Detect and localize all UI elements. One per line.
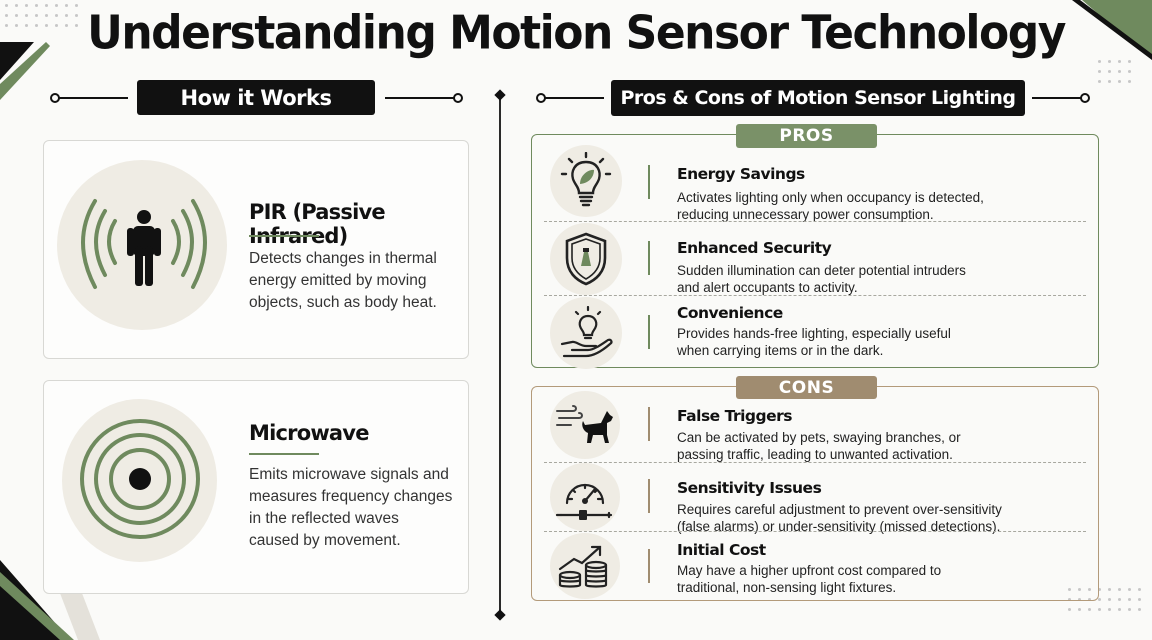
convenience-line-1: Provides hands-free lighting, especially… bbox=[677, 326, 951, 341]
gauge-slider-icon bbox=[550, 463, 620, 531]
pir-title-rule bbox=[249, 235, 319, 237]
header-line-right-a bbox=[536, 93, 604, 103]
energy-savings-description: Activates lighting only when occupancy i… bbox=[677, 189, 1037, 223]
pros-separator-1 bbox=[544, 221, 1086, 222]
corner-decoration-top-right bbox=[1072, 0, 1152, 60]
energy-savings-line-2: reducing unnecessary power consumption. bbox=[677, 207, 934, 222]
enhanced-security-line-2: and alert occupants to activity. bbox=[677, 280, 858, 295]
pros-separator-2 bbox=[544, 295, 1086, 296]
convenience-line-2: when carrying items or in the dark. bbox=[677, 343, 884, 358]
header-line-left-a bbox=[50, 93, 128, 103]
initial-cost-description: May have a higher upfront cost compared … bbox=[677, 562, 1037, 596]
cons-divider-3 bbox=[648, 549, 650, 583]
pir-desc-line-1: Detects changes in thermal bbox=[249, 250, 437, 267]
sensitivity-issues-line-2: (false alarms) or under-sensitivity (mis… bbox=[677, 519, 1001, 534]
pir-desc-line-2: energy emitted by moving bbox=[249, 272, 427, 289]
microwave-description: Emits microwave signals and measures fre… bbox=[249, 464, 452, 552]
cons-item-initial-cost: Initial Cost May have a higher upfront c… bbox=[532, 533, 1098, 599]
pir-description: Detects changes in thermal energy emitte… bbox=[249, 248, 437, 314]
false-triggers-line-1: Can be activated by pets, swaying branch… bbox=[677, 430, 961, 445]
pir-title: PIR (Passive Infrared) bbox=[249, 200, 386, 248]
dot-grid-bottom-right bbox=[1068, 588, 1141, 611]
page-title: Understanding Motion Sensor Technology bbox=[87, 6, 1066, 61]
coins-chart-icon bbox=[550, 533, 620, 599]
convenience-description: Provides hands-free lighting, especially… bbox=[677, 325, 1037, 359]
header-line-left-b bbox=[385, 93, 463, 103]
convenience-title: Convenience bbox=[677, 304, 783, 322]
microwave-desc-line-2: measures frequency changes bbox=[249, 488, 453, 505]
cons-item-sensitivity-issues: Sensitivity Issues Requires careful adju… bbox=[532, 463, 1098, 534]
dot-grid-top-left bbox=[5, 4, 78, 27]
dog-wind-icon bbox=[550, 391, 620, 459]
energy-savings-line-1: Activates lighting only when occupancy i… bbox=[677, 190, 984, 205]
enhanced-security-title: Enhanced Security bbox=[677, 239, 832, 257]
enhanced-security-line-1: Sudden illumination can deter potential … bbox=[677, 263, 966, 278]
cons-divider-2 bbox=[648, 479, 650, 513]
pros-item-energy-savings: Energy Savings Activates lighting only w… bbox=[532, 145, 1098, 222]
pros-panel: Energy Savings Activates lighting only w… bbox=[531, 134, 1099, 369]
microwave-card: Microwave Emits microwave signals and me… bbox=[43, 380, 469, 594]
energy-savings-title: Energy Savings bbox=[677, 165, 805, 183]
center-divider bbox=[499, 95, 501, 615]
how-it-works-header: How it Works bbox=[137, 80, 375, 115]
cons-separator-1 bbox=[544, 462, 1086, 463]
sensitivity-issues-line-1: Requires careful adjustment to prevent o… bbox=[677, 502, 1002, 517]
pros-label: PROS bbox=[736, 124, 877, 148]
person-radiating-waves-icon bbox=[81, 199, 207, 289]
microwave-desc-line-3: in the reflected waves bbox=[249, 510, 399, 527]
initial-cost-line-1: May have a higher upfront cost compared … bbox=[677, 563, 942, 578]
corner-decoration-bottom-left bbox=[0, 560, 100, 640]
sensitivity-issues-description: Requires careful adjustment to prevent o… bbox=[677, 501, 1077, 535]
shield-light-icon bbox=[550, 223, 622, 295]
hand-bulb-icon bbox=[550, 297, 622, 369]
initial-cost-title: Initial Cost bbox=[677, 541, 766, 559]
cons-label: CONS bbox=[736, 376, 877, 399]
dot-grid-top-right bbox=[1098, 60, 1131, 83]
cons-separator-2 bbox=[544, 531, 1086, 532]
microwave-title-rule bbox=[249, 453, 319, 455]
cons-panel: False Triggers Can be activated by pets,… bbox=[531, 386, 1099, 601]
header-line-right-b bbox=[1032, 93, 1090, 103]
pros-item-enhanced-security: Enhanced Security Sudden illumination ca… bbox=[532, 223, 1098, 295]
corner-decoration-top-left bbox=[0, 42, 50, 100]
false-triggers-title: False Triggers bbox=[677, 407, 793, 425]
microwave-title: Microwave bbox=[249, 421, 369, 445]
cons-item-false-triggers: False Triggers Can be activated by pets,… bbox=[532, 391, 1098, 462]
pros-cons-header: Pros & Cons of Motion Sensor Lighting bbox=[611, 80, 1025, 116]
cons-divider-1 bbox=[648, 407, 650, 441]
pros-item-convenience: Convenience Provides hands-free lighting… bbox=[532, 297, 1098, 369]
initial-cost-line-2: traditional, non-sensing light fixtures. bbox=[677, 580, 897, 595]
pir-desc-line-3: objects, such as body heat. bbox=[249, 294, 437, 311]
microwave-desc-line-4: caused by movement. bbox=[249, 532, 401, 549]
pros-divider-1 bbox=[648, 165, 650, 199]
microwave-desc-line-1: Emits microwave signals and bbox=[249, 466, 449, 483]
pir-card: PIR (Passive Infrared) Detects changes i… bbox=[43, 140, 469, 359]
pros-divider-2 bbox=[648, 241, 650, 275]
leaf-bulb-icon bbox=[550, 145, 622, 217]
concentric-rings-icon bbox=[80, 419, 200, 539]
false-triggers-description: Can be activated by pets, swaying branch… bbox=[677, 429, 1037, 463]
sensitivity-issues-title: Sensitivity Issues bbox=[677, 479, 822, 497]
false-triggers-line-2: passing traffic, leading to unwanted act… bbox=[677, 447, 953, 462]
enhanced-security-description: Sudden illumination can deter potential … bbox=[677, 262, 1037, 296]
pros-divider-3 bbox=[648, 315, 650, 349]
